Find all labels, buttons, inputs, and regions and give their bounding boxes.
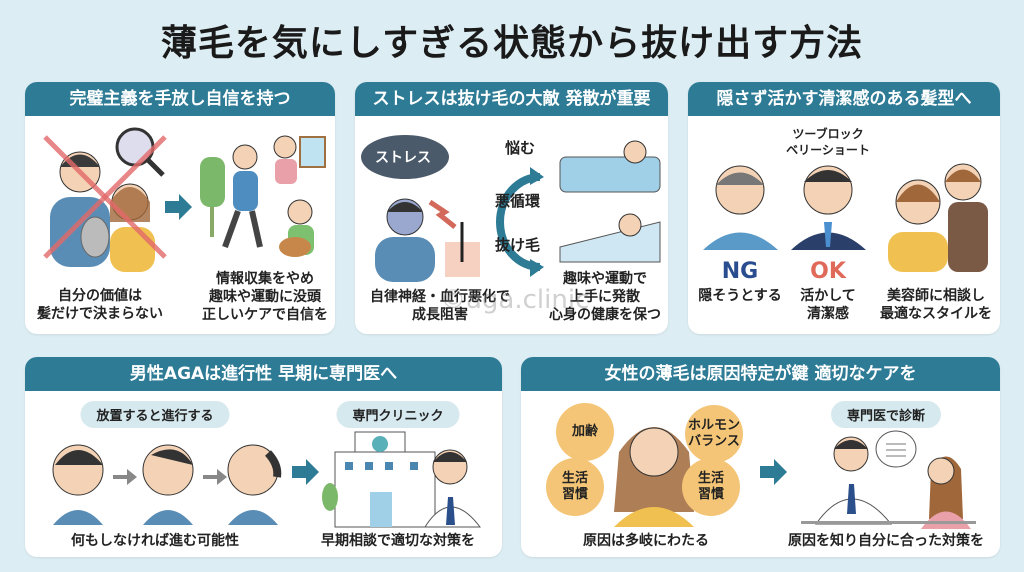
bubble-line: 生活 [561, 471, 588, 486]
cycle-center-label: 悪循環 [495, 192, 541, 210]
panel-stress: ストレスは抜け毛の大敵 発散が重要 ストレス 悩む 悪循環 抜け毛 自律神経・血… [355, 82, 668, 334]
cause-bubble-hormone: ホルモンバランス [685, 405, 743, 463]
caption-line: 自分の価値は [58, 288, 142, 304]
right-caption: 情報収集をやめ趣味や運動に没頭正しいケアで自信を [202, 270, 328, 324]
right-caption: 美容師に相談し最適なスタイルを [880, 287, 992, 323]
ok-caption: 活かして清潔感 [800, 287, 856, 323]
caption-line: 成長阻害 [412, 307, 468, 323]
ok-label: OK [810, 259, 846, 284]
caption-line: 美容師に相談し [887, 288, 985, 304]
hairdresser-illustration [888, 163, 988, 272]
vicious-cycle-arrows [496, 167, 544, 277]
ng-caption: 隠そうとする [698, 288, 782, 304]
arrow-right-icon [760, 459, 787, 485]
panel-perfectionism: 完璧主義を手放し自信を持つ 自分の価値は髪だけで決まらない 情報収集をやめ趣味や… [25, 82, 335, 334]
worried-couple-illustration [43, 127, 167, 272]
cause-bubble-aging: 加齢 [556, 403, 614, 461]
cycle-top-label: 悩む [505, 139, 536, 157]
arrow-right-icon [292, 459, 319, 485]
caption-line: 情報収集をやめ [216, 271, 314, 287]
panel-male-aga: 男性AGAは進行性 早期に専門医へ 放置すると進行する 専門クリニック 何もしな… [25, 357, 502, 557]
panel-header: 女性の薄毛は原因特定が鍵 適切なケアを [521, 357, 1000, 391]
cause-bubble-lifestyle: 生活習慣 [546, 458, 604, 516]
ng-man-illustration [703, 165, 778, 250]
stress-cloud [361, 135, 449, 179]
clinic-doctor-illustration [322, 431, 482, 528]
bubble-line: ホルモン [687, 418, 740, 433]
panel-hairstyle: 隠さず活かす清潔感のある髪型へ ツーブロックベリーショート NG OK 隠そうと… [688, 82, 1000, 334]
ng-label: NG [721, 259, 759, 284]
diagnosis-pill: 専門医で診断 [830, 401, 942, 428]
left-caption: 自分の価値は髪だけで決まらない [37, 287, 163, 323]
stress-cloud-label: ストレス [375, 150, 431, 166]
panel-header: 男性AGAは進行性 早期に専門医へ [25, 357, 502, 391]
watermark: ©aga.clinic [440, 285, 590, 315]
style-label: ツーブロックベリーショート [786, 126, 870, 158]
ok-man-illustration [791, 165, 866, 250]
caption-line: ツーブロック [792, 127, 864, 141]
left-caption: 自律神経・血行悪化で成長阻害 [370, 288, 510, 324]
progress-pill: 放置すると進行する [80, 401, 230, 428]
caption-line: 正しいケアで自信を [202, 307, 328, 323]
woman-illustration [614, 427, 694, 527]
caption-line: 清潔感 [807, 306, 849, 322]
doctor-consultation-illustration [801, 430, 976, 529]
panel-female-hair-loss: 女性の薄毛は原因特定が鍵 適切なケアを 加齢 ホルモンバランス 生活習慣 生活習… [521, 357, 1000, 557]
stressed-man-illustration [375, 198, 480, 282]
caption-line: ベリーショート [786, 143, 870, 157]
page-title: 薄毛を気にしすぎる状態から抜け出す方法 [160, 23, 864, 64]
panel-header: 隠さず活かす清潔感のある髪型へ [688, 82, 1000, 116]
hobbies-illustration [200, 135, 326, 257]
right-caption: 原因を知り自分に合った対策を [788, 533, 984, 549]
caption-line: 活かして [800, 288, 856, 304]
caption-line: 最適なスタイルを [880, 306, 992, 322]
relaxing-illustration [559, 140, 661, 263]
caption-line: 趣味や運動に没頭 [209, 289, 321, 305]
caption-line: 上手に発散 [570, 289, 640, 305]
cause-bubble-habit: 生活習慣 [682, 458, 740, 516]
panel-header: 完璧主義を手放し自信を持つ [25, 82, 335, 116]
hair-loss-progression-illustration [52, 444, 282, 525]
left-caption: 何もしなければ進む可能性 [71, 533, 239, 549]
panel-header: ストレスは抜け毛の大敵 発散が重要 [355, 82, 668, 116]
cycle-bottom-label: 抜け毛 [495, 236, 541, 254]
right-caption: 早期相談で適切な対策を [321, 533, 475, 549]
bubble-line: 生活 [697, 471, 724, 486]
caption-line: 髪だけで決まらない [37, 306, 163, 322]
right-caption: 趣味や運動で上手に発散心身の健康を保つ [549, 270, 661, 324]
bubble-line: 加齢 [571, 424, 598, 439]
bubble-line: バランス [688, 434, 740, 449]
caption-line: 趣味や運動で [563, 271, 647, 287]
clinic-pill: 専門クリニック [336, 401, 460, 428]
arrow-right-icon [165, 194, 192, 220]
bubble-line: 習慣 [561, 487, 588, 502]
caption-line: 心身の健康を保つ [549, 307, 661, 323]
caption-line: 自律神経・血行悪化で [370, 289, 510, 305]
left-caption: 原因は多岐にわたる [583, 533, 709, 549]
bubble-line: 習慣 [697, 487, 724, 502]
